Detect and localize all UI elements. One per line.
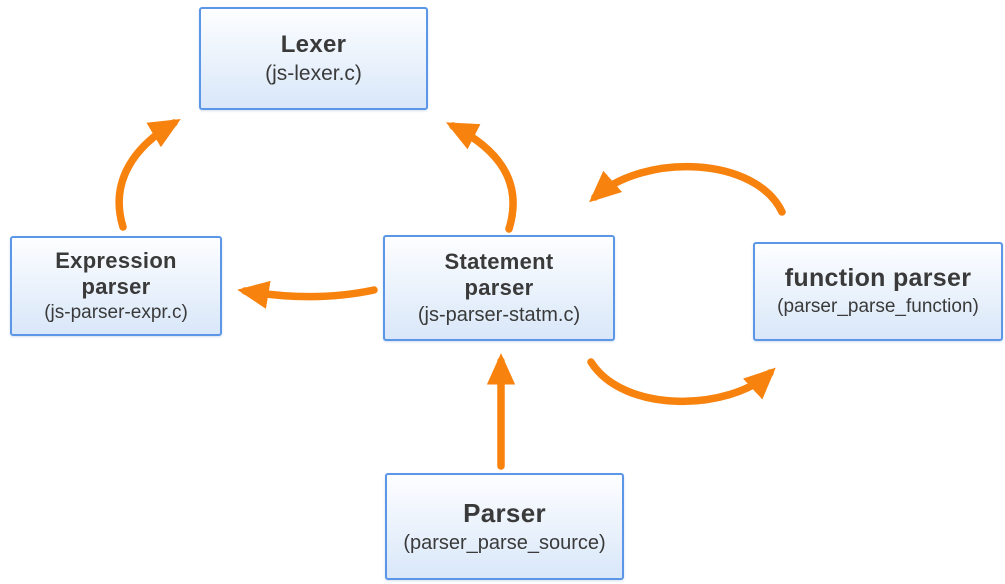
edge-expression-parser-to-lexer bbox=[115, 118, 181, 231]
node-subtitle: (js-parser-expr.c) bbox=[44, 301, 188, 323]
edge-statement-parser-to-lexer bbox=[445, 122, 517, 233]
node-subtitle: (js-parser-statm.c) bbox=[417, 303, 581, 326]
edge-statement-parser-to-function-parser bbox=[587, 358, 776, 406]
node-title: Expression parser bbox=[55, 247, 177, 299]
node-function-parser: function parser (parser_parse_function) bbox=[753, 242, 1003, 341]
node-subtitle: (js-lexer.c) bbox=[265, 62, 362, 86]
node-subtitle: (parser_parse_source) bbox=[403, 531, 606, 554]
node-lexer: Lexer (js-lexer.c) bbox=[199, 7, 428, 110]
edge-function-parser-to-statement-parser bbox=[589, 162, 786, 216]
node-subtitle: (parser_parse_function) bbox=[777, 295, 979, 317]
node-title: Statement parser bbox=[444, 249, 554, 300]
edge-statement-parser-to-expression-parser bbox=[237, 280, 378, 309]
node-statement-parser: Statement parser (js-parser-statm.c) bbox=[383, 235, 615, 341]
node-title: function parser bbox=[784, 264, 972, 293]
node-title: Lexer bbox=[280, 30, 347, 58]
node-parser: Parser (parser_parse_source) bbox=[385, 473, 624, 580]
node-expression-parser: Expression parser (js-parser-expr.c) bbox=[10, 236, 222, 336]
node-title: Parser bbox=[463, 498, 546, 529]
